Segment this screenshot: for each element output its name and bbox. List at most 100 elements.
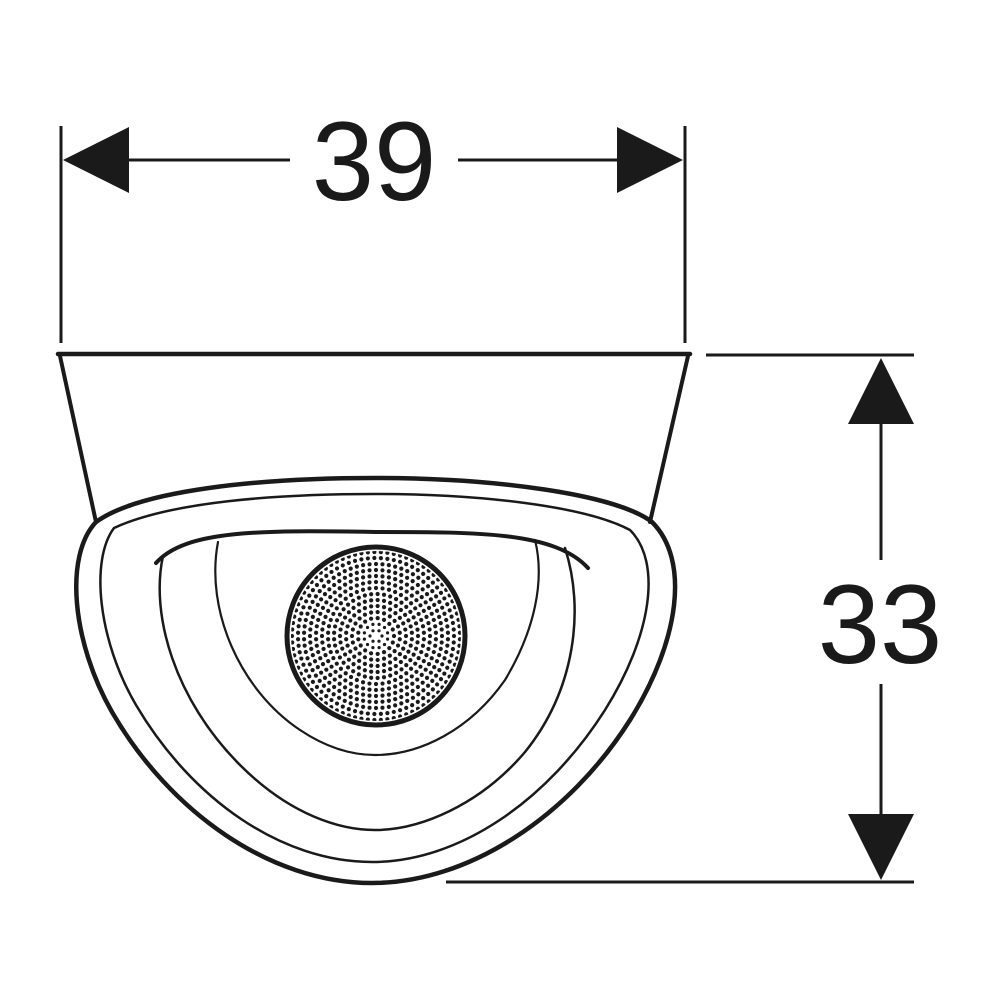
- strainer-hole: [387, 646, 392, 651]
- bowl-contour-outer: [158, 546, 576, 832]
- strainer-hole: [415, 677, 420, 682]
- strainer-hole: [334, 661, 339, 666]
- strainer-hole: [408, 643, 413, 648]
- strainer-hole: [343, 596, 348, 601]
- strainer-hole: [410, 586, 415, 591]
- strainer-hole: [309, 621, 314, 626]
- strainer-hole: [334, 566, 340, 571]
- strainer-hole: [318, 611, 323, 616]
- strainer-hole: [296, 624, 301, 629]
- strainer-hole: [348, 592, 354, 598]
- strainer-hole: [334, 701, 340, 706]
- strainer-hole: [415, 640, 420, 645]
- strainer-hole: [362, 668, 367, 673]
- strainer-hole: [305, 656, 310, 661]
- strainer-hole: [415, 568, 420, 573]
- urinal-body: [55, 351, 693, 886]
- strainer-hole: [424, 614, 429, 619]
- strainer-hole: [345, 643, 350, 648]
- strainer-hole: [368, 634, 372, 638]
- strainer-hole: [413, 646, 419, 651]
- strainer-hole: [451, 633, 457, 639]
- strainer-hole: [449, 614, 454, 619]
- strainer-hole: [393, 677, 398, 683]
- strainer-hole: [390, 627, 395, 632]
- strainer-hole: [369, 604, 374, 609]
- strainer-hole: [439, 633, 445, 639]
- strainer-hole: [373, 681, 379, 687]
- strainer-hole: [434, 608, 440, 613]
- strainer-hole: [354, 570, 359, 575]
- strainer-hole: [432, 665, 437, 670]
- strainer-hole: [356, 630, 361, 635]
- strainer-hole: [310, 653, 315, 658]
- strainer-hole: [322, 675, 328, 680]
- strainer-hole: [386, 680, 392, 685]
- strainer-hole: [424, 675, 430, 680]
- strainer-hole: [419, 649, 424, 655]
- strainer-hole: [413, 621, 419, 626]
- strainer-hole: [434, 659, 440, 664]
- strainer-hole: [310, 599, 315, 604]
- strainer-hole: [353, 646, 358, 651]
- width-dimension-label: 39: [312, 99, 437, 224]
- strainer-hole: [373, 579, 379, 585]
- strainer-hole: [315, 602, 320, 607]
- strainer-hole: [440, 662, 445, 667]
- bowl-inner-rim: [99, 492, 650, 864]
- strainer-hole: [319, 670, 324, 675]
- strainer-hole: [307, 633, 313, 639]
- strainer-hole: [369, 657, 374, 662]
- strainer-hole: [375, 651, 380, 657]
- strainer-hole: [419, 617, 424, 623]
- strainer-hole: [433, 643, 438, 648]
- strainer-hole: [313, 630, 319, 635]
- strainer-hole: [373, 699, 379, 705]
- strainer-hole: [346, 657, 351, 662]
- strainer-hole: [313, 594, 319, 599]
- strainer-hole: [342, 575, 347, 580]
- strainer-hole: [421, 688, 426, 693]
- strainer-hole: [373, 561, 379, 567]
- strainer-hole: [371, 645, 375, 650]
- strainer-hole: [410, 579, 415, 584]
- strainer-hole: [360, 587, 366, 592]
- strainer-hole: [348, 688, 353, 693]
- strainer-hole: [326, 624, 332, 629]
- strainer-hole: [409, 637, 414, 642]
- strainer-hole: [431, 617, 436, 623]
- strainer-hole: [317, 589, 322, 594]
- strainer-hole: [343, 678, 348, 683]
- strainer-hole: [371, 639, 375, 643]
- strainer-hole: [393, 697, 398, 702]
- strainer-hole: [320, 627, 325, 632]
- strainer-hole: [381, 675, 387, 680]
- strainer-hole: [375, 597, 380, 603]
- strainer-hole: [427, 633, 433, 639]
- strainer-hole: [369, 610, 374, 615]
- strainer-hole: [381, 650, 387, 655]
- strainer-hole: [368, 651, 374, 656]
- strainer-hole: [332, 684, 337, 690]
- strainer-hole: [367, 574, 372, 579]
- strainer-hole: [382, 625, 387, 630]
- strainer-hole: [430, 589, 435, 594]
- strainer-hole: [301, 605, 306, 610]
- strainer-hole: [433, 594, 439, 599]
- strainer-hole: [385, 637, 390, 641]
- strainer-hole: [362, 674, 367, 679]
- strainer-hole: [397, 615, 402, 620]
- strainer-hole: [391, 709, 396, 715]
- strainer-hole: [392, 618, 397, 623]
- strainer-hole: [302, 643, 307, 648]
- strainer-hole: [410, 688, 415, 693]
- strainer-hole: [324, 600, 329, 605]
- strainer-hole: [405, 692, 410, 697]
- strainer-hole: [416, 692, 421, 697]
- strainer-hole: [375, 609, 380, 615]
- strainer-hole: [332, 582, 337, 588]
- strainer-hole: [357, 651, 362, 656]
- strainer-hole: [392, 649, 397, 654]
- strainer-hole: [398, 607, 403, 613]
